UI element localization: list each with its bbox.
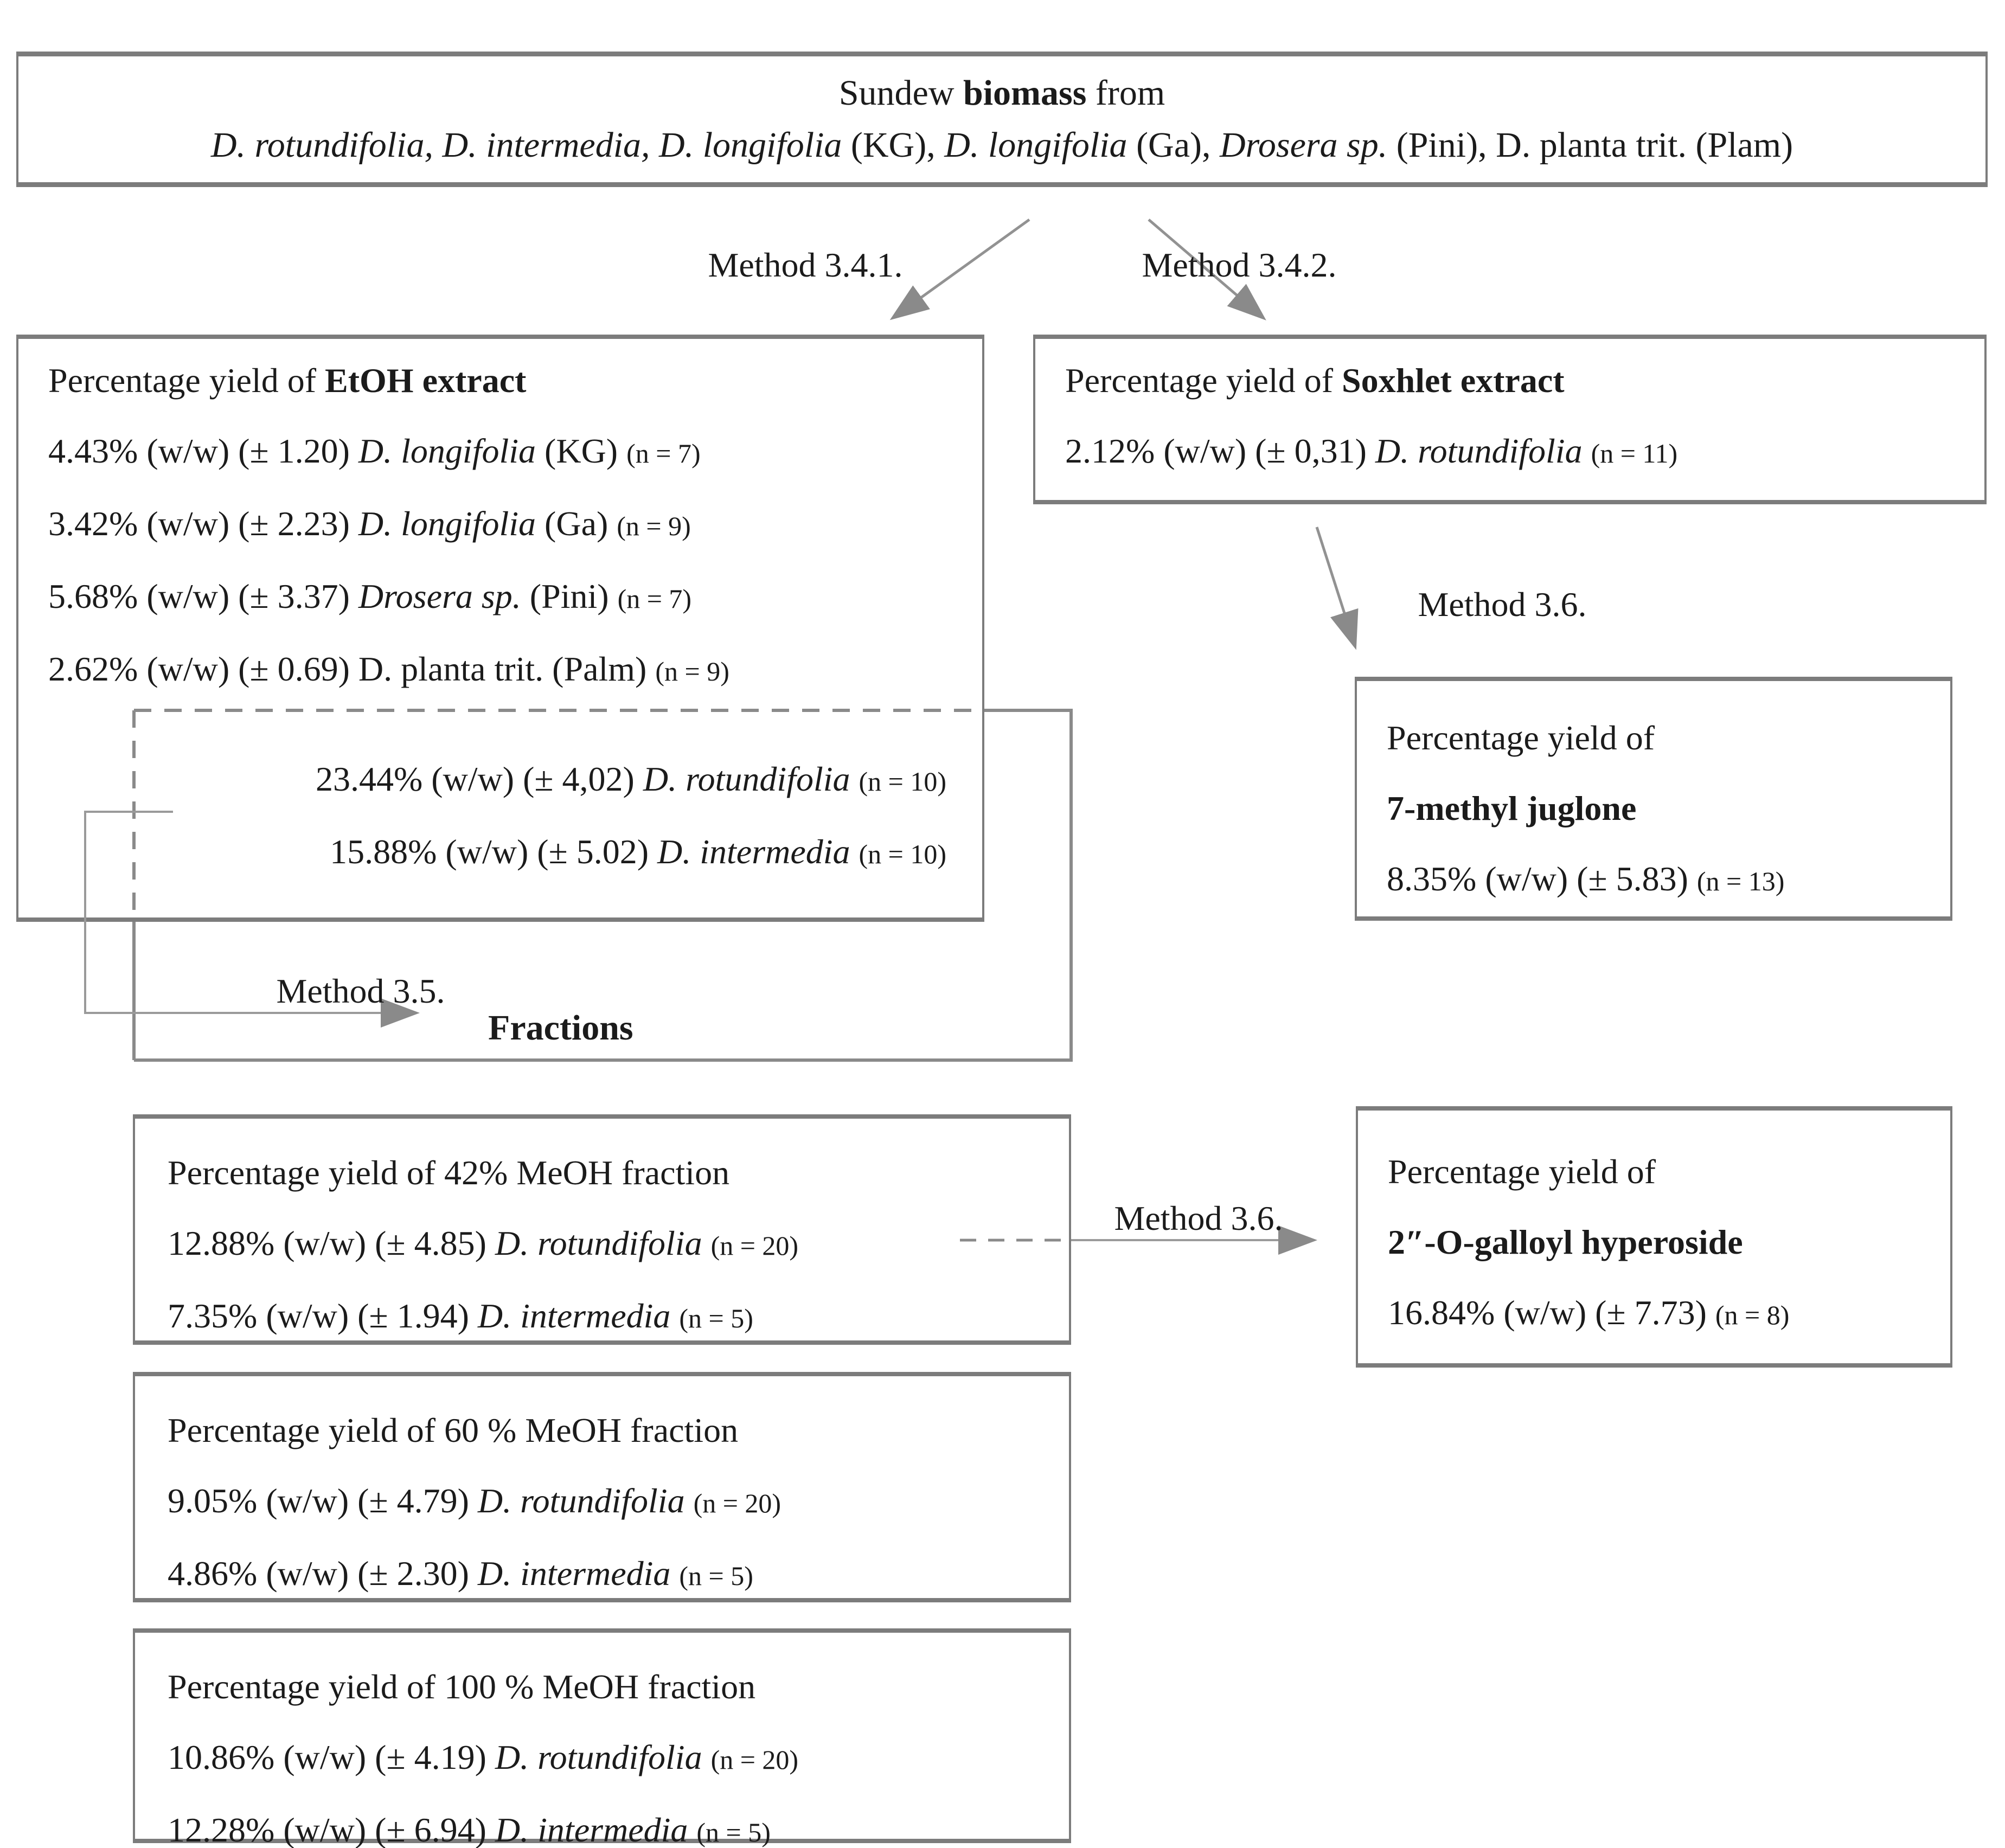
- species-list: D. rotundifolia, D. intermedia, D. longi…: [210, 125, 1793, 165]
- fraction-row-rotundifolia: 23.44% (w/w) (± 4,02) D. rotundifolia (n…: [315, 760, 946, 798]
- method-35-label: Method 3.5.: [276, 972, 445, 1010]
- galloyl-line2: 2″-O-galloyl hyperoside: [1388, 1223, 1743, 1261]
- meoh60-row-rotundifolia: 9.05% (w/w) (± 4.79) D. rotundifolia (n …: [168, 1481, 781, 1520]
- meoh100-title: Percentage yield of 100 % MeOH fraction: [168, 1667, 756, 1706]
- meoh42-title: Percentage yield of 42% MeOH fraction: [168, 1153, 730, 1192]
- meoh100-row-intermedia: 12.28% (w/w) (± 6.94) D. intermedia (n =…: [168, 1811, 771, 1848]
- meoh-42-fraction-box: Percentage yield of 42% MeOH fraction 12…: [133, 1114, 1071, 1345]
- fraction-row-intermedia: 15.88% (w/w) (± 5.02) D. intermedia (n =…: [330, 832, 946, 871]
- method-341-label: Method 3.4.1.: [708, 246, 903, 284]
- sundew-biomass-box: Sundew biomass from D. rotundifolia, D. …: [16, 52, 1988, 187]
- etoh-row-longifolia-kg: 4.43% (w/w) (± 1.20) D. longifolia (KG) …: [48, 432, 701, 470]
- etoh-row-longifolia-ga: 3.42% (w/w) (± 2.23) D. longifolia (Ga) …: [48, 504, 691, 543]
- biomass-title: Sundew biomass from: [838, 73, 1165, 113]
- meoh60-row-intermedia: 4.86% (w/w) (± 2.30) D. intermedia (n = …: [168, 1554, 753, 1593]
- etoh-row-planta-palm: 2.62% (w/w) (± 0.69) D. planta trit. (Pa…: [48, 650, 729, 688]
- etoh-row-drosera-pini: 5.68% (w/w) (± 3.37) Drosera sp. (Pini) …: [48, 577, 692, 615]
- galloyl-hyperoside-box: Percentage yield of 2″-O-galloyl hyperos…: [1356, 1106, 1952, 1368]
- juglone-line1: Percentage yield of: [1387, 718, 1655, 757]
- galloyl-line1: Percentage yield of: [1388, 1152, 1656, 1191]
- meoh60-title: Percentage yield of 60 % MeOH fraction: [168, 1411, 739, 1449]
- fraction-source-rows: 23.44% (w/w) (± 4,02) D. rotundifolia (n…: [217, 744, 946, 889]
- method-36-upper-label: Method 3.6.: [1418, 585, 1587, 624]
- etoh-title: Percentage yield of EtOH extract: [48, 361, 527, 400]
- soxhlet-title: Percentage yield of Soxhlet extract: [1065, 361, 1565, 400]
- juglone-line2: 7-methyl juglone: [1387, 789, 1637, 827]
- methyl-juglone-box: Percentage yield of 7-methyl juglone 8.3…: [1355, 677, 1952, 921]
- soxhlet-row-rotundifolia: 2.12% (w/w) (± 0,31) D. rotundifolia (n …: [1065, 432, 1678, 470]
- meoh42-row-rotundifolia: 12.88% (w/w) (± 4.85) D. rotundifolia (n…: [168, 1224, 799, 1262]
- method-342-label: Method 3.4.2.: [1142, 246, 1337, 284]
- juglone-line3: 8.35% (w/w) (± 5.83) (n = 13): [1387, 859, 1785, 898]
- soxhlet-extract-box: Percentage yield of Soxhlet extract 2.12…: [1033, 335, 1987, 504]
- meoh100-row-rotundifolia: 10.86% (w/w) (± 4.19) D. rotundifolia (n…: [168, 1738, 799, 1776]
- method-36-lower-label: Method 3.6.: [1114, 1199, 1283, 1237]
- arrow-method-36-upper: [1315, 527, 1359, 650]
- meoh-60-fraction-box: Percentage yield of 60 % MeOH fraction 9…: [133, 1372, 1071, 1602]
- meoh-100-fraction-box: Percentage yield of 100 % MeOH fraction …: [133, 1628, 1071, 1848]
- fractions-label: Fractions: [488, 1008, 633, 1048]
- galloyl-line3: 16.84% (w/w) (± 7.73) (n = 8): [1388, 1293, 1790, 1332]
- meoh42-row-intermedia: 7.35% (w/w) (± 1.94) D. intermedia (n = …: [168, 1297, 753, 1335]
